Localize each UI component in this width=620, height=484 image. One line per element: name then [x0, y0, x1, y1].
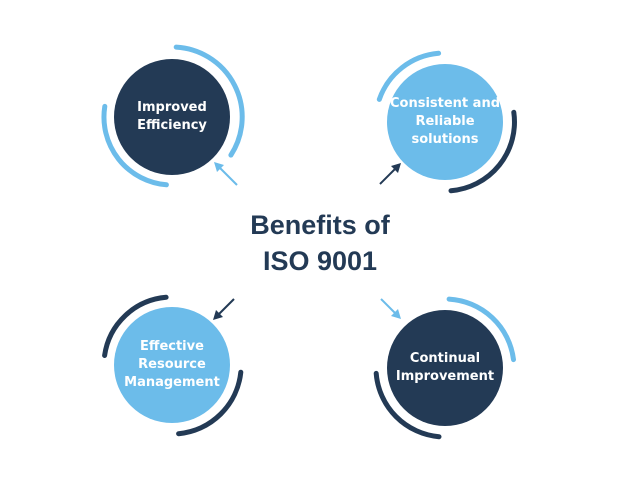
node-ring-inner-consistent-reliable: [448, 109, 517, 194]
node-circle-improved-efficiency: [114, 59, 230, 175]
node-ring-inner-improved-efficiency: [101, 103, 169, 188]
node-effective-resource: [102, 294, 244, 437]
benefit-line: Improved: [137, 100, 207, 115]
node-continual-improvement: [373, 296, 516, 440]
diagram-title: Benefits of ISO 9001: [190, 207, 450, 279]
node-circle-effective-resource: [114, 307, 230, 423]
benefit-line: Improvement: [395, 369, 495, 384]
node-ring-inner-effective-resource: [176, 369, 244, 437]
benefit-line: Efficiency: [137, 118, 207, 133]
title-line-1: Benefits of: [250, 210, 390, 240]
node-circle-continual-improvement: [387, 310, 503, 426]
node-circle-consistent-reliable: [387, 64, 503, 180]
arrow-to-continual-improvement: [380, 298, 401, 319]
benefit-line: Resource: [138, 357, 206, 372]
label-improved-efficiency: Improved Efficiency: [114, 59, 230, 175]
label-consistent-reliable: Consistent and Reliable solutions: [382, 64, 508, 180]
benefit-line: Continual: [409, 351, 481, 366]
benefit-line: Effective: [140, 339, 204, 354]
benefit-line: Consistent and: [389, 96, 501, 111]
node-improved-efficiency: [101, 44, 245, 188]
arrow-to-consistent-reliable: [379, 163, 401, 185]
benefit-line: solutions: [411, 132, 479, 147]
node-consistent-reliable: [376, 50, 517, 194]
node-ring-inner-continual-improvement: [373, 370, 442, 440]
benefit-line: Reliable: [415, 114, 475, 129]
label-continual-improvement: Continual Improvement: [385, 310, 505, 426]
label-effective-resource: Effective Resource Management: [112, 307, 232, 423]
node-ring-outer-consistent-reliable: [376, 50, 442, 102]
node-ring-outer-continual-improvement: [446, 296, 516, 363]
node-ring-outer-improved-efficiency: [173, 44, 245, 158]
benefit-line: Management: [124, 375, 220, 390]
title-line-2: ISO 9001: [262, 246, 378, 276]
arrow-to-improved-efficiency: [214, 162, 238, 186]
arrow-to-effective-resource: [213, 298, 235, 320]
node-ring-outer-effective-resource: [102, 294, 169, 358]
